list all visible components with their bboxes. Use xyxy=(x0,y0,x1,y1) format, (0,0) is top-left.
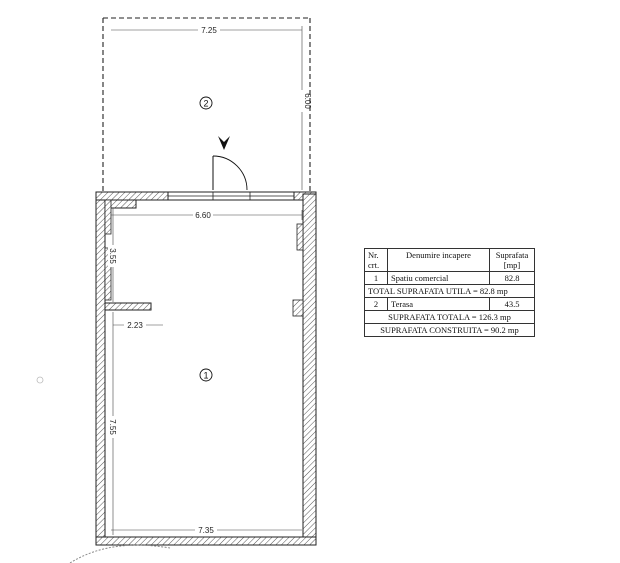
front-wall xyxy=(95,191,317,201)
bottom-width-dim: 7.35 xyxy=(198,526,214,535)
row-1-nr: 1 xyxy=(364,271,388,285)
bottom-width-bg xyxy=(195,525,217,535)
lower-height-dim: 7.55 xyxy=(108,419,117,435)
upper-height-dim: 3.55 xyxy=(108,248,117,264)
right-wall xyxy=(292,193,317,546)
room-1-number: 1 xyxy=(203,371,208,381)
table-total-util-row: TOTAL SUPRAFATA UTILA = 82.8 mp xyxy=(364,284,535,298)
header-name: Denumire incapere xyxy=(387,248,490,272)
total-util: TOTAL SUPRAFATA UTILA = 82.8 mp xyxy=(364,284,535,298)
stamp-fragment xyxy=(69,544,171,563)
table-built-row: SUPRAFATA CONSTRUITA = 90.2 mp xyxy=(364,323,535,337)
row-2-nr: 2 xyxy=(364,297,388,311)
room-2-marker xyxy=(199,96,213,110)
punch-mark xyxy=(36,376,44,384)
header-area: Suprafata [mp] xyxy=(489,248,535,272)
terrace-width-dim: 7.25 xyxy=(201,26,217,35)
built-area: SUPRAFATA CONSTRUITA = 90.2 mp xyxy=(364,323,535,337)
terrace-depth-dim: 6.00 xyxy=(303,93,312,109)
row-2-name: Terasa xyxy=(387,297,490,311)
row-1-name: Spatiu comercial xyxy=(387,271,490,285)
header-nr: Nr. crt. xyxy=(364,248,388,272)
entrance-arrow-icon xyxy=(218,136,230,150)
terrace-width-bg xyxy=(198,25,220,35)
row-2-area: 43.5 xyxy=(489,297,535,311)
table-header-row: Nr. crt. Denumire incapere Suprafata [mp… xyxy=(364,248,535,272)
partition-dim-bg xyxy=(124,320,146,330)
terrace-depth-bg xyxy=(297,90,307,112)
partition-wall xyxy=(104,302,152,311)
lower-height-bg xyxy=(108,416,118,438)
top-width-dim: 6.60 xyxy=(195,211,211,220)
row-1-area: 82.8 xyxy=(489,271,535,285)
total-area: SUPRAFATA TOTALA = 126.3 mp xyxy=(364,310,535,324)
room-2-number: 2 xyxy=(203,99,208,109)
upper-height-bg xyxy=(108,245,118,267)
table-row: 2 Terasa 43.5 xyxy=(364,297,535,311)
top-width-bg xyxy=(193,210,213,220)
table-row: 1 Spatiu comercial 82.8 xyxy=(364,271,535,285)
back-wall xyxy=(95,536,317,546)
room-1-marker xyxy=(199,368,213,382)
table-total-row: SUPRAFATA TOTALA = 126.3 mp xyxy=(364,310,535,324)
door-swing xyxy=(212,155,248,191)
area-table: Nr. crt. Denumire incapere Suprafata [mp… xyxy=(364,248,535,337)
partition-dim: 2.23 xyxy=(127,321,143,330)
